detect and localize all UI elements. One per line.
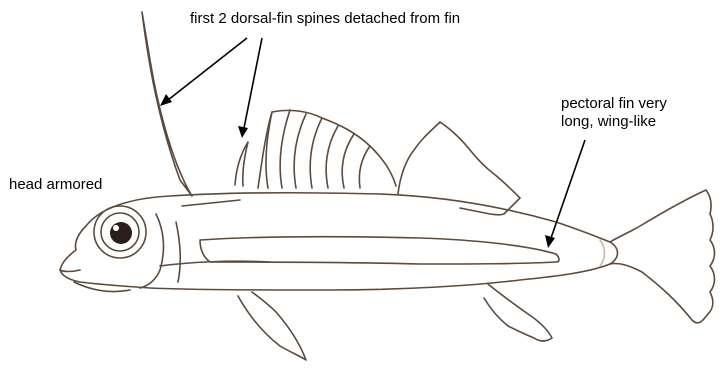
caudal-fin xyxy=(610,190,715,323)
arrow-to-second-spine xyxy=(238,38,262,138)
second-dorsal-spine xyxy=(235,142,248,186)
fish-body-outline xyxy=(60,12,715,360)
anal-fin xyxy=(484,284,552,341)
pectoral-fin xyxy=(200,237,559,264)
dorsal-spines-label: first 2 dorsal-fin spines detached from … xyxy=(190,10,460,28)
eye-highlight xyxy=(113,225,119,231)
head-plates xyxy=(140,214,163,288)
pectoral-fin-label-line2: long, wing-like xyxy=(561,113,667,131)
head-armored-label: head armored xyxy=(9,176,102,194)
pectoral-fin-label: pectoral fin very long, wing-like xyxy=(561,95,667,131)
annotation-arrows xyxy=(160,38,585,248)
first-dorsal-spine xyxy=(142,12,192,196)
eye-pupil xyxy=(110,222,132,244)
pelvic-fin xyxy=(238,292,306,360)
arrow-to-pectoral-fin xyxy=(545,140,585,248)
pectoral-fin-label-line1: pectoral fin very xyxy=(561,95,667,113)
arrow-to-first-spine xyxy=(160,38,247,106)
